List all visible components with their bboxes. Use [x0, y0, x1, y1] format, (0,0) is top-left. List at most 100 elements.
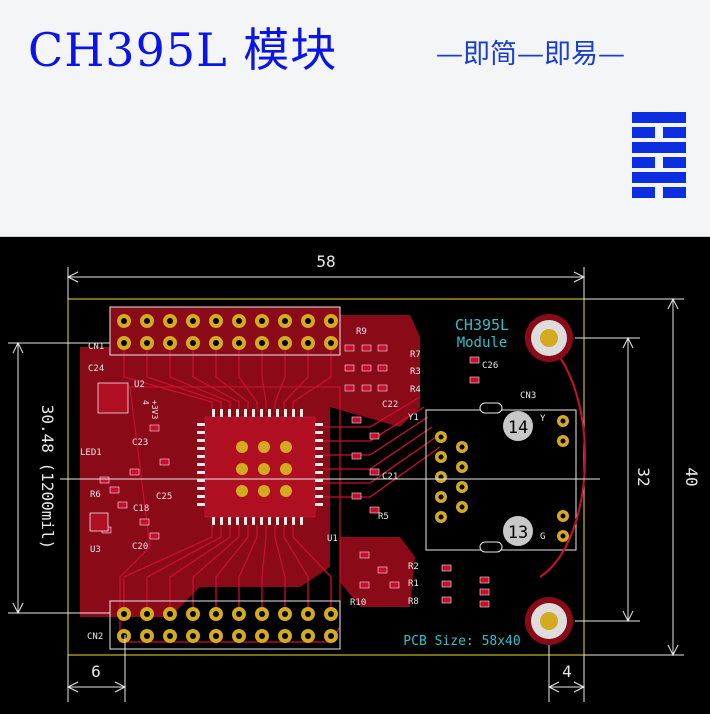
smd-jumper [479, 402, 503, 414]
ic-via [236, 485, 248, 497]
smd-part [99, 476, 110, 484]
ic-pin [276, 409, 279, 417]
header-pad-hole [190, 611, 196, 617]
ic-via [280, 485, 292, 497]
cn3-pad-hole [459, 444, 465, 450]
ic-pin [197, 455, 205, 458]
smd-part [129, 468, 140, 476]
cn3-pads [435, 415, 569, 542]
ic-pin [197, 447, 205, 450]
hexagram-line [632, 172, 686, 183]
pcb-diagram: 58 30.48 (1200mil) 32 40 6 4 CH395L Modu… [0, 237, 710, 710]
smd-part [351, 416, 362, 424]
trace [323, 436, 437, 484]
ic-pin [276, 517, 279, 525]
header-pad-hole [167, 340, 173, 346]
smd-part [441, 564, 452, 572]
ic-pin [228, 517, 231, 525]
header-pad-hole [328, 633, 334, 639]
header-pad-hole [328, 318, 334, 324]
ic-pin [197, 423, 205, 426]
hole-14-label: 14 [508, 418, 528, 438]
label-r1: R1 [408, 579, 419, 589]
traces [123, 343, 441, 607]
smd-part [369, 468, 380, 476]
ic-u1-vias [236, 441, 292, 497]
header-pad-hole [167, 633, 173, 639]
page-title: CH395L 模块 [28, 23, 338, 77]
smd-part [441, 596, 452, 604]
header-pad-hole [121, 633, 127, 639]
ic-pin [315, 447, 323, 450]
header-pad-hole [282, 340, 288, 346]
header-pad-hole [144, 633, 150, 639]
smd-part [377, 364, 388, 372]
cn3-pad-hole [459, 464, 465, 470]
ic-via [236, 441, 248, 453]
smd-part [377, 566, 388, 574]
header-pad-hole [144, 340, 150, 346]
smd-part [344, 344, 355, 352]
trace [215, 525, 249, 607]
trace [169, 343, 231, 409]
ic-pin [197, 479, 205, 482]
cn1-pads [117, 314, 338, 350]
header-pad-hole [213, 611, 219, 617]
header-pad-hole [190, 318, 196, 324]
header-pad-hole [236, 318, 242, 324]
smd-part [117, 501, 128, 509]
module-sub: Module [457, 335, 508, 351]
module-name: CH395L [455, 316, 509, 334]
trace [274, 343, 286, 409]
label-c18: C18 [133, 504, 149, 514]
smd-part [109, 486, 120, 494]
smd-part [359, 551, 370, 559]
header-pad-hole [328, 340, 334, 346]
ic-pin [212, 409, 215, 417]
header-pad-hole [282, 633, 288, 639]
header-pad-hole [236, 340, 242, 346]
smd-part [149, 424, 160, 432]
label-u3: U3 [90, 545, 101, 555]
header-pad-hole [213, 340, 219, 346]
pcb-size: PCB Size: 58x40 [403, 634, 520, 649]
header-pad-hole [190, 340, 196, 346]
ic-pin [300, 409, 303, 417]
label-r6: R6 [90, 490, 101, 500]
header-pad-hole [236, 611, 242, 617]
label-c22: C22 [382, 400, 398, 410]
label-c24: C24 [88, 364, 104, 374]
smd-part [344, 364, 355, 372]
trace [215, 343, 249, 409]
cn3-pad-hole [438, 434, 444, 440]
smd-part [369, 506, 380, 514]
label-r5: R5 [378, 512, 389, 522]
hole-13 [503, 516, 533, 546]
label-u2-val-a: 4 [141, 400, 150, 405]
pcb-svg: 58 30.48 (1200mil) 32 40 6 4 CH395L Modu… [8, 252, 701, 702]
label-r4: R4 [410, 385, 421, 395]
label-r7: R7 [410, 350, 421, 360]
smd-part [377, 344, 388, 352]
cn3-pad-hole [438, 514, 444, 520]
ic-pin [228, 409, 231, 417]
trace [323, 406, 425, 442]
slogan-text: —即简—即易— [436, 39, 625, 70]
ic-pin [252, 517, 255, 525]
label-c20: C20 [132, 542, 148, 552]
trace [323, 396, 421, 428]
header-pad-hole [259, 318, 265, 324]
ic-pin [236, 517, 239, 525]
header-pad-hole [167, 611, 173, 617]
ic-pin [300, 517, 303, 525]
smd-part [351, 452, 362, 460]
label-c26: C26 [482, 361, 498, 371]
header-pad-hole [167, 318, 173, 324]
ic-pin [197, 463, 205, 466]
ic-pin [244, 517, 247, 525]
label-g: G [540, 532, 545, 542]
smd-part [441, 580, 452, 588]
trace [123, 343, 213, 409]
smd-part [479, 600, 490, 608]
header-banner: CH395L 模块 —即简—即易— [0, 0, 710, 237]
